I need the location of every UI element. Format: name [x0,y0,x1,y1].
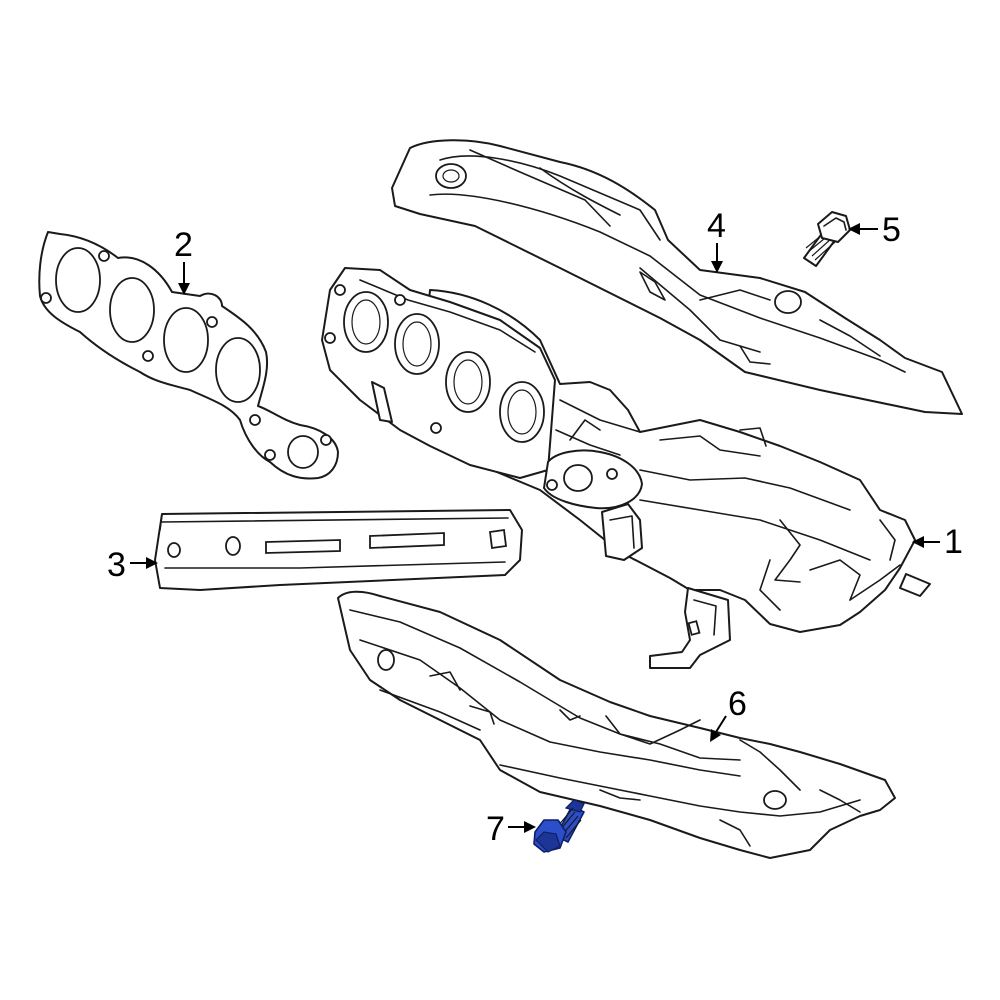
part-4-upper-heat-shield [391,139,963,415]
callout-6-label: 6 [728,685,747,723]
callout-5-label: 5 [882,211,901,249]
callout-1: 1 [912,523,963,561]
part-2-gasket [38,231,339,480]
callout-2-label: 2 [174,226,193,264]
callout-5: 5 [848,211,901,249]
callout-3: 3 [107,546,158,584]
callout-1-label: 1 [944,523,963,561]
callout-2: 2 [174,226,193,295]
callout-7: 7 [486,810,536,848]
callout-3-label: 3 [107,546,126,584]
callout-6: 6 [710,685,747,742]
part-6-lower-heat-shield [337,590,896,859]
callout-4-label: 4 [707,207,726,245]
part-3-bracket [154,509,523,591]
part-5-bolt [803,211,851,267]
callout-4: 4 [707,207,726,273]
part-1-exhaust-manifold [321,267,931,669]
part-7-bolt-highlighted [533,799,585,853]
callout-7-label: 7 [486,810,505,848]
